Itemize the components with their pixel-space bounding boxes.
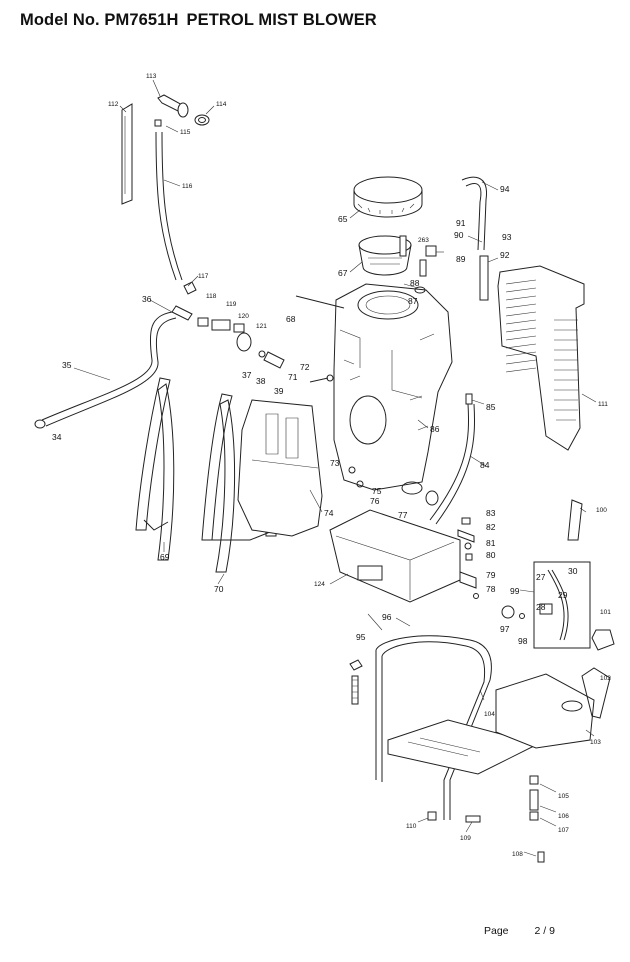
callout: 77 [398, 510, 408, 520]
page-footer: Page 2 / 9 [484, 925, 555, 937]
callout: 103 [590, 739, 601, 746]
model-label: Model No. PM7651H [20, 11, 179, 29]
mounting-tray [329, 509, 461, 603]
callout: 74 [324, 508, 334, 518]
back-cushion [237, 399, 323, 537]
callout: 35 [62, 360, 72, 370]
callout: 90 [454, 230, 464, 240]
callout: 82 [486, 522, 496, 532]
callout: 87 [408, 296, 418, 306]
callout: 84 [480, 460, 490, 470]
hoses [34, 176, 583, 541]
callout: 81 [486, 538, 496, 548]
callout: 104 [484, 711, 495, 718]
callout: 100 [596, 507, 607, 514]
callout: 38 [256, 376, 266, 386]
callout: 114 [216, 101, 227, 108]
callout: 68 [286, 314, 296, 324]
callout: 93 [502, 232, 512, 242]
callout: 109 [460, 835, 471, 842]
callout: 108 [512, 851, 523, 858]
callout: 78 [486, 584, 496, 594]
callout: 98 [518, 636, 528, 646]
callout: 102 [600, 675, 611, 682]
callout: 34 [52, 432, 62, 442]
callout: 118 [206, 293, 217, 300]
valve-parts [457, 517, 615, 651]
callout: 92 [500, 250, 510, 260]
callout: 111 [598, 401, 608, 408]
callout: 65 [338, 214, 348, 224]
callout: 29 [558, 590, 568, 600]
callout: 94 [500, 184, 510, 194]
callout: 96 [382, 612, 392, 622]
shoulder-straps [135, 377, 277, 573]
back-pad [497, 265, 585, 451]
callout: 83 [486, 508, 496, 518]
callout: 80 [486, 550, 496, 560]
main-tank-body [333, 283, 453, 506]
callout: 115 [180, 129, 191, 136]
nozzle-parts [121, 94, 210, 281]
page-number: 2 / 9 [534, 925, 555, 937]
product-name: PETROL MIST BLOWER [186, 11, 377, 29]
callout: 70 [214, 584, 224, 594]
callout: 73 [330, 458, 340, 468]
callout: 113 [146, 73, 157, 80]
callout: 105 [558, 793, 569, 800]
small-fittings [171, 245, 473, 488]
leader-lines [73, 79, 597, 857]
callout: 124 [314, 581, 325, 588]
callout: 89 [456, 254, 466, 264]
callout: 71 [288, 372, 298, 382]
callout: 30 [568, 566, 578, 576]
callout: 107 [558, 827, 569, 834]
callout: 119 [226, 301, 237, 308]
callout: 27 [536, 572, 546, 582]
callout: 76 [370, 496, 380, 506]
callout: 75 [372, 486, 382, 496]
callout: 99 [510, 586, 520, 596]
callout: 91 [456, 218, 466, 228]
page-title: Model No. PM7651H PETROL MIST BLOWER [20, 11, 377, 30]
lower-frame [349, 635, 611, 863]
callout: 28 [536, 602, 546, 612]
callout: 106 [558, 813, 569, 820]
callout: 110 [406, 823, 417, 830]
page-label: Page [484, 925, 509, 937]
tank-lid-filter [353, 176, 423, 276]
callout: 120 [238, 313, 249, 320]
callout: 69 [160, 552, 170, 562]
callout: 85 [486, 402, 496, 412]
callout: 39 [274, 386, 284, 396]
callout: 101 [600, 609, 611, 616]
callout: 112 [108, 101, 119, 108]
callout: 263 [418, 237, 429, 244]
callout: 86 [430, 424, 440, 434]
callout-labels: 113 112 114 115 116 94 65 91 90 93 263 8… [52, 73, 611, 858]
callout: 36 [142, 294, 152, 304]
callout: 79 [486, 570, 496, 580]
callout: 117 [198, 273, 209, 280]
callout: 116 [182, 183, 193, 190]
callout: 97 [500, 624, 510, 634]
callout: 88 [410, 278, 420, 288]
callout: 95 [356, 632, 366, 642]
callout: 37 [242, 370, 252, 380]
callout: 121 [256, 323, 267, 330]
callout: 72 [300, 362, 310, 372]
callout: 67 [338, 268, 348, 278]
